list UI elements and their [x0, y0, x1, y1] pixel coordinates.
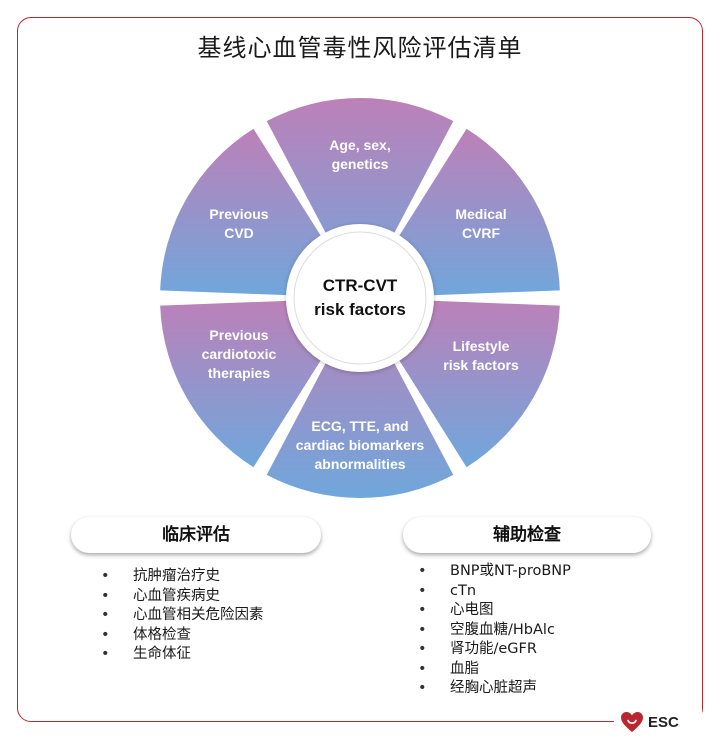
auxiliary-list: BNP或NT-proBNP cTn 心电图 空腹血糖/HbAlc 肾功能/eGF… [418, 562, 571, 699]
list-item: 心血管相关危险因素 [101, 606, 264, 626]
esc-logo: ESC [614, 708, 702, 736]
list-item: 体格检查 [101, 626, 264, 646]
card-frame [17, 17, 703, 722]
wheel-graphic [160, 97, 560, 499]
logo-text: ESC [648, 713, 679, 731]
clinical-heading: 临床评估 [71, 517, 321, 553]
auxiliary-heading: 辅助检查 [403, 517, 651, 553]
list-item: 肾功能/eGFR [418, 640, 571, 660]
wheel-segment-ecg [266, 298, 454, 499]
list-item: 生命体征 [101, 645, 264, 665]
segment-label-age: Age, sex,genetics [329, 137, 391, 172]
center-circle [286, 224, 434, 372]
center-ring [293, 231, 427, 365]
list-item: 经胸心脏超声 [418, 679, 571, 699]
list-item: 抗肿瘤治疗史 [101, 567, 264, 587]
list-item: 心电图 [418, 601, 571, 621]
clinical-list: 抗肿瘤治疗史 心血管疾病史 心血管相关危险因素 体格检查 生命体征 [101, 567, 264, 665]
list-item: 心血管疾病史 [101, 587, 264, 607]
wheel-segment-age [266, 97, 454, 298]
list-item: cTn [418, 582, 571, 602]
heart-icon [621, 712, 643, 732]
page-title: 基线心血管毒性风险评估清单 [197, 34, 523, 62]
list-item: 空腹血糖/HbAlc [418, 621, 571, 641]
list-item: 血脂 [418, 660, 571, 680]
list-item: BNP或NT-proBNP [418, 562, 571, 582]
